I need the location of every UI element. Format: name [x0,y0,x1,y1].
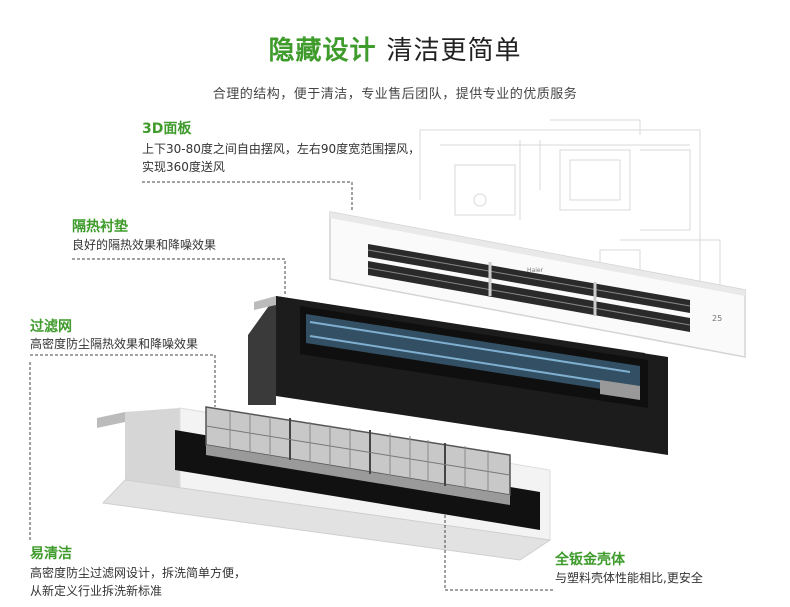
callout-insulation-desc: 良好的隔热效果和降噪效果 [72,238,217,252]
leader-lines [29,181,555,591]
insulated-unit-body [248,296,668,455]
callout-filter-desc: 高密度防尘隔热效果和降噪效果 [30,337,199,351]
filter-mesh [205,406,511,505]
callout-shell-desc: 与塑料壳体性能相比,更安全 [555,571,703,585]
callout-3d-panel-desc-line1: 上下30-80度之间自由摆风，左右90度宽范围摆风， [142,142,421,156]
callout-3d-panel-desc: 上下30-80度之间自由摆风，左右90度宽范围摆风， 实现360度送风 [142,140,420,176]
panel-display: 25 [712,314,722,323]
title-highlight: 隐藏设计 [268,36,377,66]
callout-easy-clean-desc: 高密度防尘过滤网设计，拆洗简单方便， 从新定义行业拆洗新标准 [30,564,246,600]
panel-brand: Haier [527,267,544,274]
callout-3d-panel-title: 3D面板 [142,121,192,137]
page-heading: 隐藏设计清洁更简单 [0,30,790,67]
callout-3d-panel-desc-line2: 实现360度送风 [142,160,225,174]
callout-insulation-title: 隔热衬垫 [72,219,128,235]
callout-filter-title: 过滤网 [30,319,72,335]
page-subtitle: 合理的结构，便于清洁，专业售后团队，提供专业的优质服务 [212,87,578,102]
callout-shell-title: 全钣金壳体 [555,552,625,568]
callout-easy-clean-title: 易清洁 [30,546,72,562]
callout-easy-clean-desc-line2: 从新定义行业拆洗新标准 [30,584,163,598]
callout-easy-clean-desc-line1: 高密度防尘过滤网设计，拆洗简单方便， [30,566,247,580]
title-main: 清洁更简单 [386,36,522,66]
3d-panel: Haier 25 [329,211,746,358]
